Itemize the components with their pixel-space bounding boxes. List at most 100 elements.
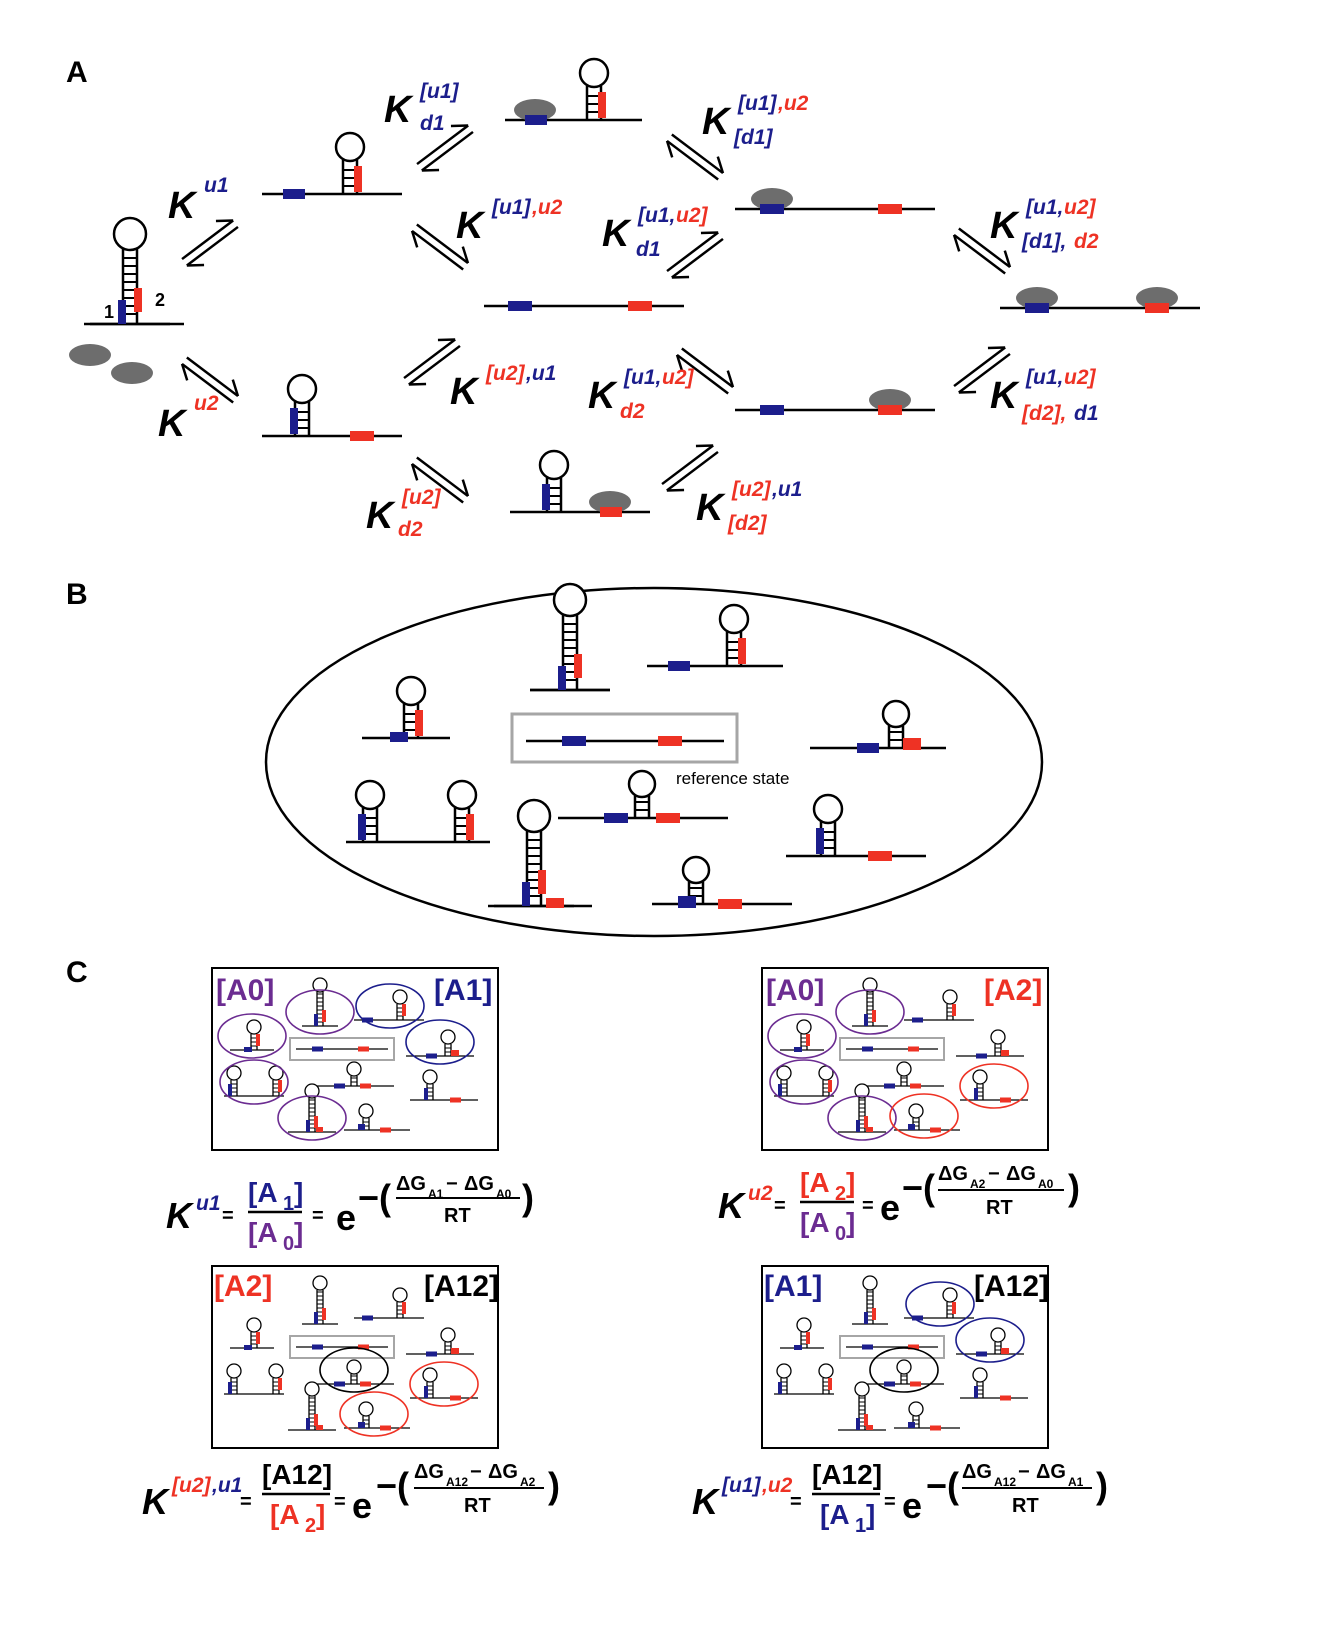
svg-text:K: K [702,101,732,143]
svg-text:=: = [334,1491,346,1513]
svg-text:A2: A2 [520,1475,536,1489]
svg-text:ΔG: ΔG [488,1461,518,1483]
box2-left-label: [A0] [766,974,824,1007]
svg-text:A0: A0 [1038,1177,1054,1191]
svg-text:RT: RT [464,1495,491,1517]
svg-text:e: e [880,1187,900,1228]
reference-state-label: reference state [676,769,789,788]
svg-text:ΔG: ΔG [1036,1461,1066,1483]
ensemble-state-hairpin-full [528,582,612,692]
svg-text:[u1]: [u1] [737,92,778,115]
state-open-d1 [735,188,935,214]
svg-text:K: K [588,375,618,417]
svg-text:=: = [774,1195,786,1217]
ensemble-state-two-hairpins [346,779,490,844]
ensemble-ellipse [264,586,1044,938]
ensemble-box-A0-A1 [211,967,499,1151]
svg-text:−(: −( [358,1177,391,1218]
svg-text:[u1]: [u1] [491,196,532,219]
svg-text:): ) [548,1465,560,1506]
panel-c-boxes [211,967,1049,1449]
constant-Ku1-u2: K [u1] ,u2 [456,196,563,247]
svg-text:[A: [A [248,1217,278,1248]
svg-text:RT: RT [986,1197,1013,1219]
box1-left-label: [A0] [216,974,274,1007]
constant-Ku1: K u1 [168,174,229,227]
svg-text:[A: [A [800,1167,830,1198]
svg-text:−: − [470,1461,482,1483]
svg-text:[d1],: [d1], [1021,230,1066,253]
ensemble-state-u2 [786,793,926,861]
svg-text:d2: d2 [620,400,645,423]
ensemble-box-A1-A12 [761,1265,1049,1449]
svg-text:[d2]: [d2] [727,512,768,535]
svg-text:ΔG: ΔG [1006,1163,1036,1185]
svg-text:,u2: ,u2 [777,92,809,115]
constant-Kd1-u1u2: K [u1, u2] d1 [602,204,709,261]
svg-text:0: 0 [835,1223,846,1245]
svg-text:[A: [A [248,1177,278,1208]
box4-left-label: [A1] [764,1270,822,1303]
svg-text:−(: −( [926,1465,959,1506]
svg-text:0: 0 [283,1233,294,1255]
state-open-d2 [735,389,935,415]
svg-text:): ) [1068,1167,1080,1208]
svg-text:[A: [A [270,1499,300,1530]
svg-text:[u1,: [u1, [637,204,675,227]
svg-text:1: 1 [855,1515,866,1537]
svg-text:d2: d2 [1074,230,1099,253]
svg-text:−(: −( [376,1465,409,1506]
svg-text:,u1: ,u1 [211,1474,242,1497]
svg-text:,u1: ,u1 [525,362,556,385]
panel-b-label: B [66,578,88,611]
svg-text:]: ] [866,1499,875,1530]
svg-text:K: K [696,487,726,529]
svg-text:]: ] [846,1207,855,1238]
svg-text:K: K [158,403,188,445]
svg-text:[A: [A [820,1499,850,1530]
state-closed-hairpin [84,216,184,326]
ensemble-state-long-blue [488,798,592,908]
svg-text:−: − [446,1173,458,1195]
svg-text:[d2],: [d2], [1021,402,1066,425]
svg-text:ΔG: ΔG [464,1173,494,1195]
svg-text:,u2: ,u2 [761,1474,793,1497]
svg-text:]: ] [316,1499,325,1530]
svg-text:[u2]: [u2] [485,362,526,385]
svg-text:A12: A12 [994,1475,1016,1489]
svg-text:u2]: u2] [1064,366,1097,389]
ensemble-state-mixed-2 [810,699,946,753]
svg-text:]: ] [294,1177,303,1208]
svg-text:d1: d1 [636,238,661,261]
constant-K-d1-d2: K [u1, u2] [d1], d2 [990,196,1099,253]
svg-text:e: e [336,1197,356,1238]
svg-text:=: = [862,1195,874,1217]
svg-text:K: K [384,89,414,131]
svg-text:RT: RT [444,1205,471,1227]
svg-text:[u1,: [u1, [623,366,661,389]
svg-text:u2]: u2] [676,204,709,227]
svg-text:=: = [884,1491,896,1513]
svg-text:[u2]: [u2] [731,478,772,501]
ensemble-box-A0-A2 [761,967,1049,1151]
svg-text:]: ] [294,1217,303,1248]
svg-text:u2]: u2] [662,366,695,389]
svg-text:K: K [168,185,198,227]
svg-text:u2: u2 [748,1182,773,1205]
protein-2 [111,362,153,384]
ensemble-box-A2-A12 [211,1265,499,1449]
svg-text:e: e [352,1485,372,1526]
svg-text:d1: d1 [420,112,445,135]
svg-text:A12: A12 [446,1475,468,1489]
svg-text:K: K [718,1185,747,1226]
svg-text:[A: [A [800,1207,830,1238]
svg-text:K: K [990,375,1020,417]
svg-text:K: K [450,371,480,413]
ensemble-state-u1 [647,603,783,671]
svg-text:K: K [166,1195,195,1236]
